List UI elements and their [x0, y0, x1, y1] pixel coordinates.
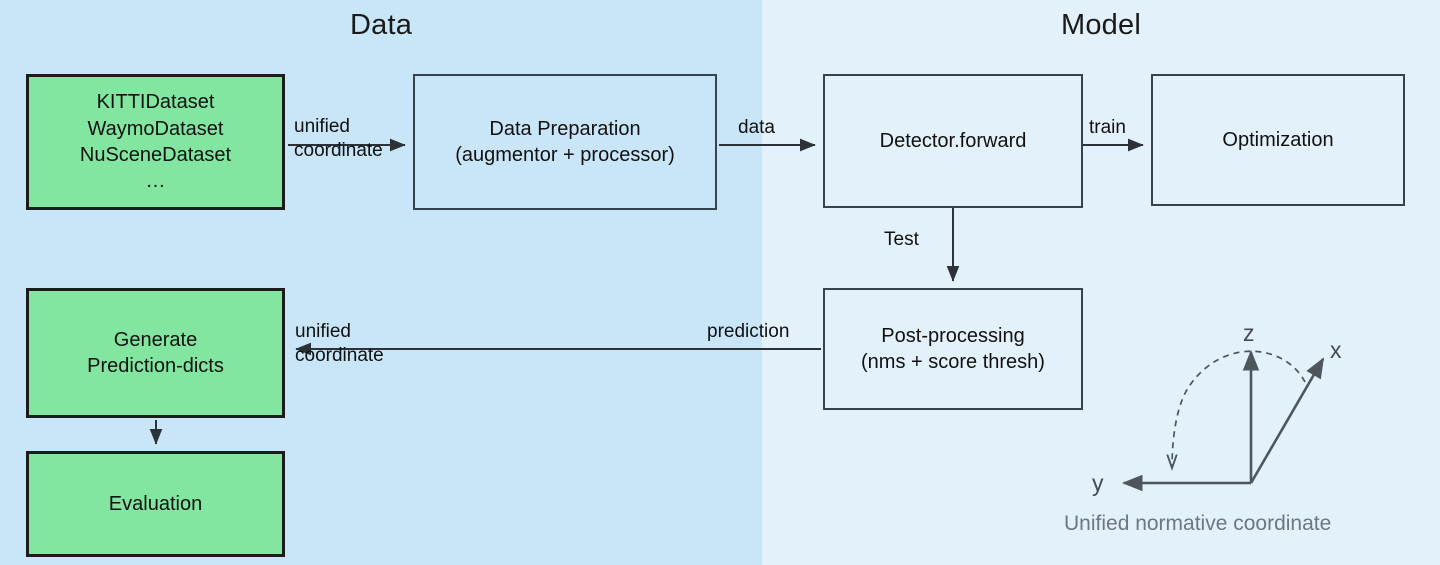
edge-label-datasets-to-prep-line-0: unified	[294, 116, 350, 137]
node-post-processing-line-0: Post-processing	[881, 324, 1025, 347]
node-data-preparation-line-1: (augmentor + processor)	[455, 144, 675, 166]
node-data-preparation[interactable]: Data Preparation (augmentor + processor)	[413, 74, 717, 210]
node-optimization-line-0: Optimization	[1222, 128, 1334, 151]
node-data-preparation-line-0: Data Preparation	[489, 117, 641, 140]
edge-label-detector-to-optimization-line-0: train	[1089, 117, 1126, 138]
edge-label-post-to-generate-left: unified coordinate	[295, 320, 384, 369]
edge-label-post-to-generate-right-line-0: prediction	[707, 321, 790, 342]
edge-label-post-to-generate-left-line-1: coordinate	[295, 345, 384, 367]
node-datasets-line-0: KITTIDataset	[96, 91, 215, 114]
node-evaluation[interactable]: Evaluation	[26, 451, 285, 557]
axis-label-x: x	[1330, 337, 1342, 363]
node-datasets-line-1: WaymoDataset	[87, 117, 224, 140]
edge-label-post-to-generate-left-line-0: unified	[295, 321, 351, 342]
node-post-processing-line-1: (nms + score thresh)	[861, 351, 1045, 373]
node-optimization[interactable]: Optimization	[1151, 74, 1405, 206]
edge-label-detector-to-optimization: train	[1089, 116, 1126, 140]
edge-label-datasets-to-prep-line-1: coordinate	[294, 140, 383, 162]
edge-label-detector-to-post-line-0: Test	[884, 229, 919, 250]
axis-label-z: z	[1243, 320, 1255, 346]
edge-label-prep-to-detector-line-0: data	[738, 117, 775, 138]
node-generate-prediction-dicts[interactable]: Generate Prediction-dicts	[26, 288, 285, 418]
node-datasets-line-3: …	[145, 170, 166, 193]
edge-label-datasets-to-prep: unified coordinate	[294, 115, 383, 164]
edge-label-post-to-generate-right: prediction	[707, 320, 789, 344]
node-evaluation-line-0: Evaluation	[108, 492, 203, 515]
node-detector-forward[interactable]: Detector.forward	[823, 74, 1083, 208]
edge-label-prep-to-detector: data	[738, 116, 775, 140]
axis-label-y: y	[1092, 470, 1104, 496]
node-detector-forward-line-0: Detector.forward	[879, 129, 1027, 152]
panel-model-title: Model	[1061, 9, 1141, 41]
edge-label-detector-to-post: Test	[884, 228, 919, 252]
node-datasets-line-2: NuSceneDataset	[79, 144, 232, 166]
panel-data-title: Data	[349, 9, 413, 41]
node-generate-prediction-dicts-line-1: Prediction-dicts	[87, 355, 224, 377]
coordinate-widget-caption: Unified normative coordinate	[1064, 512, 1332, 535]
node-post-processing[interactable]: Post-processing (nms + score thresh)	[823, 288, 1083, 410]
node-generate-prediction-dicts-line-0: Generate	[113, 328, 198, 351]
node-datasets[interactable]: KITTIDataset WaymoDataset NuSceneDataset…	[26, 74, 285, 210]
